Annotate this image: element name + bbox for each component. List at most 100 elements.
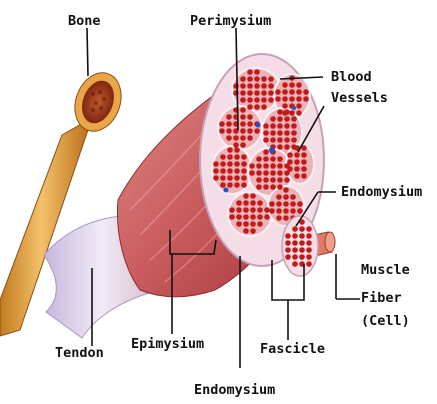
muscle-fiber [219, 121, 225, 127]
muscle-fiber [276, 208, 282, 214]
muscle-fiber [254, 83, 260, 89]
muscle-fiber [277, 184, 283, 190]
muscle-fiber [250, 200, 256, 206]
muscle-fiber [296, 82, 302, 88]
muscle-fiber [240, 107, 246, 113]
muscle-fiber [247, 90, 253, 96]
muscle-fiber [234, 175, 240, 181]
muscle-fiber [306, 261, 312, 267]
muscle-fiber [284, 109, 290, 115]
muscle-fiber [234, 161, 240, 167]
muscle-fiber [226, 114, 232, 120]
muscle-fiber [254, 128, 260, 134]
label-perimysium: Perimysium [190, 13, 271, 30]
muscle-fiber [277, 170, 283, 176]
muscle-fiber [263, 156, 269, 162]
muscle-fiber [303, 89, 309, 95]
muscle-fiber [282, 82, 288, 88]
muscle-fiber [236, 200, 242, 206]
muscle-fiber [243, 207, 249, 213]
muscle-fiber [213, 175, 219, 181]
muscle-fiber [263, 123, 269, 129]
muscle-fiber [270, 116, 276, 122]
muscle-fiber [256, 156, 262, 162]
muscle-fiber [285, 254, 291, 260]
label-muscle-fiber-1: Muscle [361, 262, 410, 279]
muscle-fiber [227, 168, 233, 174]
muscle-fiber [294, 152, 300, 158]
muscle-fiber [284, 177, 290, 183]
muscle-fiber [299, 247, 305, 253]
muscle-fiber [276, 201, 282, 207]
label-blood-vessels-2: Vessels [331, 90, 388, 107]
muscle-fiber [264, 214, 270, 220]
muscle-fiber [264, 207, 270, 213]
muscle-fiber [287, 159, 293, 165]
muscle-fiber [240, 97, 246, 103]
muscle-fiber [247, 76, 253, 82]
muscle-fiber [263, 137, 269, 143]
muscle-fiber [294, 166, 300, 172]
muscle-fiber [243, 200, 249, 206]
muscle-fiber [257, 214, 263, 220]
muscle-fiber [227, 154, 233, 160]
label-muscle-fiber-2: Fiber [361, 290, 402, 307]
muscle-fiber [270, 123, 276, 129]
muscle-fiber [292, 254, 298, 260]
muscle-fiber [261, 104, 267, 110]
muscle-fiber [301, 152, 307, 158]
muscle-fiber [227, 147, 233, 153]
muscle-fiber [233, 142, 239, 148]
muscle-fiber [292, 261, 298, 267]
muscle-fiber [236, 214, 242, 220]
label-muscle-fiber-3: (Cell) [361, 313, 410, 330]
muscle-fiber [299, 254, 305, 260]
muscle-fiber [250, 228, 256, 234]
muscle-fiber [219, 128, 225, 134]
muscle-fiber [268, 97, 274, 103]
label-endomysium-right: Endomysium [341, 184, 422, 201]
muscle-fiber [269, 201, 275, 207]
muscle-fiber [234, 182, 240, 188]
muscle-fiber [240, 76, 246, 82]
muscle-fiber [261, 97, 267, 103]
muscle-fiber [220, 168, 226, 174]
bone-leader [87, 28, 88, 76]
muscle-fiber [270, 184, 276, 190]
muscle-fiber [234, 168, 240, 174]
fascicle [218, 106, 262, 150]
muscle-fiber [275, 89, 281, 95]
muscle-fiber [292, 240, 298, 246]
muscle-fiber [294, 173, 300, 179]
muscle-fiber [261, 76, 267, 82]
muscle-fiber [291, 123, 297, 129]
muscle-fiber [254, 97, 260, 103]
muscle-fiber [241, 182, 247, 188]
muscle-fiber [277, 144, 283, 150]
muscle-fiber [270, 177, 276, 183]
muscle-fiber [296, 96, 302, 102]
muscle-fiber [277, 116, 283, 122]
muscle-fiber [282, 96, 288, 102]
muscle-fiber [247, 121, 253, 127]
muscle-fiber [226, 121, 232, 127]
muscle-fiber [263, 184, 269, 190]
label-epimysium: Epimysium [131, 336, 204, 353]
muscle-fiber [285, 240, 291, 246]
fascicle [228, 192, 272, 236]
muscle-fiber [301, 159, 307, 165]
muscle-fiber [256, 170, 262, 176]
muscle-fiber [283, 201, 289, 207]
muscle-fiber [290, 208, 296, 214]
muscle-fiber [220, 182, 226, 188]
muscle-fiber [263, 170, 269, 176]
muscle-fiber [294, 159, 300, 165]
muscle-fiber [227, 175, 233, 181]
muscle-fiber [292, 226, 298, 232]
muscle-fiber [268, 90, 274, 96]
muscle-fiber [243, 214, 249, 220]
muscle-fiber [283, 194, 289, 200]
label-fascicle: Fascicle [260, 341, 325, 358]
muscle-fiber [243, 228, 249, 234]
muscle-fiber [291, 137, 297, 143]
